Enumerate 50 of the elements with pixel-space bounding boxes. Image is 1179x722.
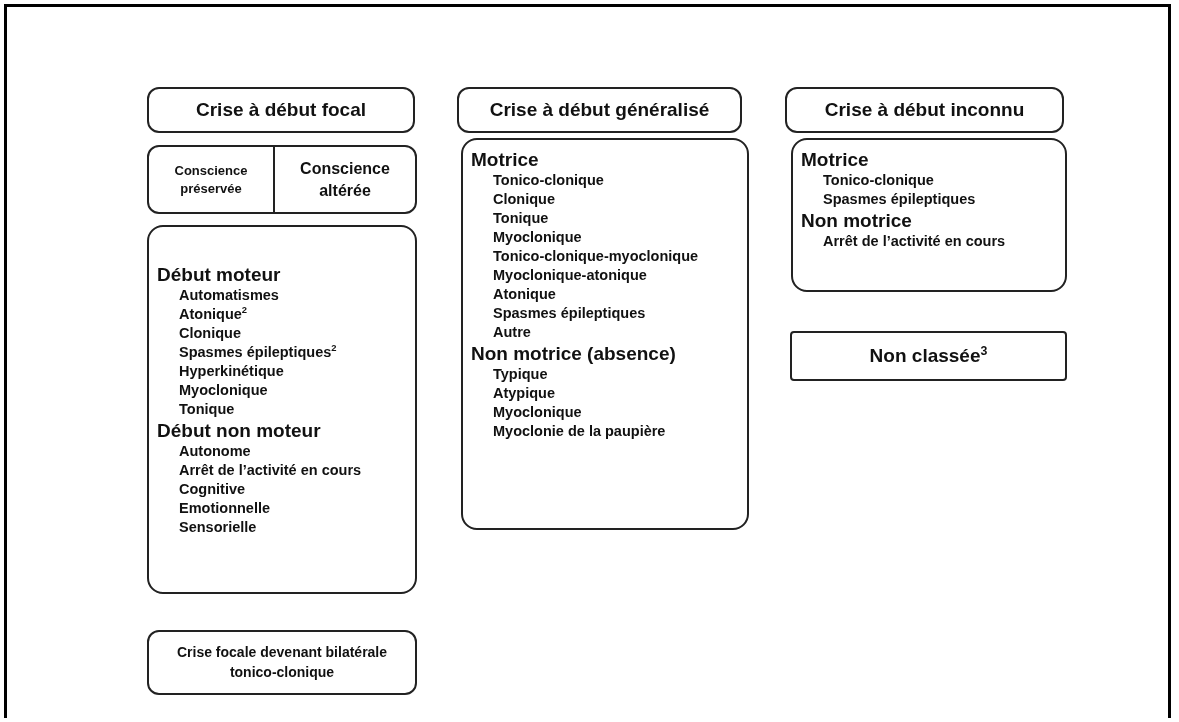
list-item: Atonique$^{2}$ bbox=[179, 305, 249, 324]
list-item: Autre bbox=[493, 323, 532, 342]
group-heading: Motrice bbox=[471, 148, 540, 171]
list-item: Tonico-clonique bbox=[493, 171, 605, 190]
seizure-type-list-box bbox=[147, 225, 417, 594]
list-item: Spasmes épileptiques$^{2}$ bbox=[179, 343, 338, 362]
category-box bbox=[147, 630, 417, 695]
list-item: Tonique bbox=[493, 209, 550, 228]
seizure-type-list-box bbox=[461, 138, 749, 530]
box-text: Crise focale devenant bilatérale tonico-clonique bbox=[175, 642, 389, 682]
group-heading: Motrice bbox=[801, 148, 870, 171]
list-item: Cognitive bbox=[179, 480, 247, 499]
list-item: Atypique bbox=[493, 384, 557, 403]
list-item: Clonique bbox=[179, 324, 243, 343]
category-box bbox=[785, 87, 1064, 133]
group-heading: Début moteur bbox=[157, 263, 282, 286]
list-item: Hyperkinétique bbox=[179, 362, 285, 381]
list-item: Clonique bbox=[493, 190, 557, 209]
awareness-box bbox=[147, 145, 417, 214]
category-title: Non classée$^{3}$ bbox=[869, 345, 988, 367]
list-item: Arrêt de l’activité en cours bbox=[823, 232, 1007, 251]
group-heading: Non motrice bbox=[801, 209, 913, 232]
group-heading: Début non moteur bbox=[157, 419, 322, 442]
list-item: Automatismes bbox=[179, 286, 280, 305]
category-title: Crise à début inconnu bbox=[824, 99, 1025, 121]
list-item: Atonique bbox=[493, 285, 557, 304]
list-item: Typique bbox=[493, 365, 549, 384]
list-item: Myoclonique bbox=[493, 403, 583, 422]
list-item: Myoclonique bbox=[493, 228, 583, 247]
list-item: Tonique bbox=[179, 400, 236, 419]
list-item: Myoclonique-atonique bbox=[493, 266, 648, 285]
list-item: Spasmes épileptiques bbox=[823, 190, 977, 209]
category-title: Crise à début généralisé bbox=[489, 99, 710, 121]
group-heading: Non motrice (absence) bbox=[471, 342, 677, 365]
list-item: Myoclonique bbox=[179, 381, 269, 400]
box-text: Conscience altérée bbox=[299, 158, 391, 201]
seizure-type-list-box bbox=[791, 138, 1067, 292]
category-title: Crise à début focal bbox=[196, 99, 366, 121]
category-box bbox=[790, 331, 1067, 381]
category-box bbox=[457, 87, 742, 133]
list-item: Sensorielle bbox=[179, 518, 258, 537]
list-item: Autonome bbox=[179, 442, 252, 461]
list-item: Arrêt de l’activité en cours bbox=[179, 461, 363, 480]
list-item: Tonico-clonique bbox=[823, 171, 935, 190]
list-item: Spasmes épileptiques bbox=[493, 304, 647, 323]
category-box bbox=[147, 87, 415, 133]
box-text: Conscience préservée bbox=[173, 161, 249, 198]
list-item: Emotionnelle bbox=[179, 499, 272, 518]
list-item: Tonico-clonique-myoclonique bbox=[493, 247, 700, 266]
list-item: Myoclonie de la paupière bbox=[493, 422, 667, 441]
